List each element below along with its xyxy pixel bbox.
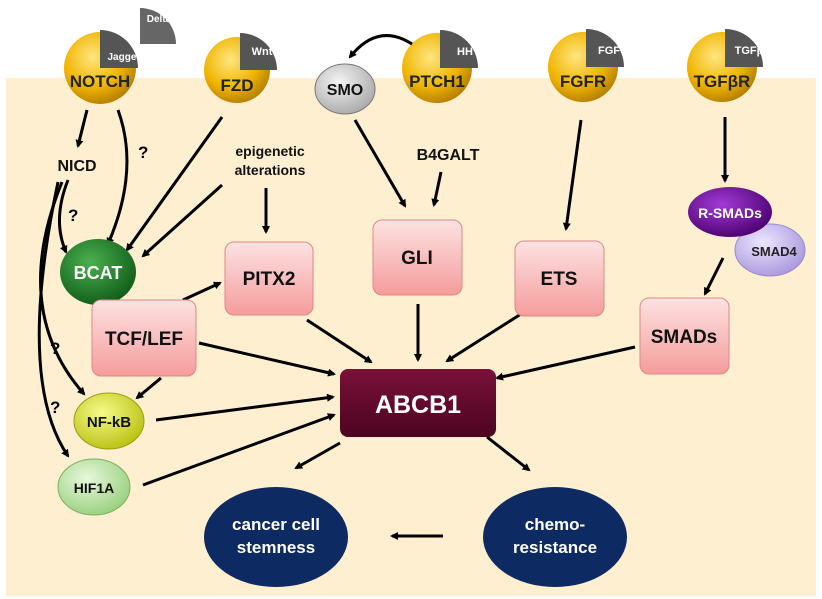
arrow-nfkb-abcb1 bbox=[155, 393, 335, 422]
arrow-rsmads-smads bbox=[703, 257, 725, 296]
stemness-node: cancer cell stemness bbox=[204, 487, 348, 587]
smad4-node: SMAD4 bbox=[734, 223, 806, 277]
abcb1-node: ABCB1 bbox=[340, 369, 496, 437]
arrow-tcflef-nfkb bbox=[135, 376, 162, 400]
epigenetic-annotation: epigenetic alterations bbox=[235, 143, 306, 178]
arrow-tcflef-abcb1 bbox=[198, 341, 336, 377]
fgfr-label: FGFR bbox=[560, 72, 606, 91]
arrow-tcflef-pitx2 bbox=[182, 281, 222, 302]
question-mark-nicd-bcat: ? bbox=[68, 206, 78, 225]
gli-label: GLI bbox=[401, 248, 433, 269]
arrow-fgfr-ets bbox=[562, 119, 583, 231]
chemoresistance-line-2: resistance bbox=[513, 538, 597, 557]
arrow-smads-abcb1 bbox=[495, 345, 636, 381]
hif1a-label: HIF1A bbox=[74, 480, 114, 496]
abcb1-label: ABCB1 bbox=[375, 391, 461, 419]
arrows bbox=[37, 34, 729, 540]
nfkb-node: NF-kB bbox=[73, 392, 145, 450]
ptch1-label: PTCH1 bbox=[409, 72, 465, 91]
b4galt-label: B4GALT bbox=[417, 147, 480, 164]
pitx2-node: PITX2 bbox=[224, 241, 314, 316]
arrow-ptch1-smo bbox=[348, 34, 413, 59]
r-smads-label: R-SMADs bbox=[698, 205, 762, 221]
arrow-abcb1-stemness bbox=[294, 441, 341, 470]
ptch1-receptor: PTCH1 HH bbox=[402, 30, 478, 103]
arrow-fzd-bcat bbox=[125, 116, 224, 252]
epigenetic-line-1: epigenetic bbox=[235, 143, 304, 159]
question-mark-notch-bcat: ? bbox=[138, 143, 148, 162]
chemoresistance-node: chemo- resistance bbox=[483, 487, 627, 587]
wnt-label: Wnt bbox=[252, 46, 273, 58]
bcat-node: BCAT bbox=[60, 239, 136, 305]
smad4-label: SMAD4 bbox=[751, 244, 797, 259]
jagged-label: Jagged bbox=[107, 52, 142, 63]
smads-label: SMADs bbox=[651, 327, 718, 348]
ets-label: ETS bbox=[541, 269, 578, 290]
tgfbr-label: TGFβR bbox=[694, 72, 751, 91]
stemness-line-1: cancer cell bbox=[232, 515, 320, 534]
arrow-smo-gli bbox=[353, 119, 407, 208]
fgfr-receptor: FGFR FGF bbox=[548, 29, 624, 102]
arrow-hif1a-abcb1 bbox=[142, 413, 336, 487]
hif1a-node: HIF1A bbox=[57, 458, 131, 516]
tgfbr-receptor: TGFβR TGFβ bbox=[687, 29, 764, 102]
question-mark-nicd-hif1a: ? bbox=[50, 398, 60, 417]
question-mark-nicd-nfkb: ? bbox=[50, 339, 60, 358]
chemoresistance-line-1: chemo- bbox=[525, 515, 585, 534]
delta-label: Delta bbox=[147, 14, 172, 25]
notch-label: NOTCH bbox=[70, 72, 130, 91]
fzd-label: FZD bbox=[220, 76, 253, 95]
tcf-lef-node: TCF/LEF bbox=[91, 299, 197, 377]
arrow-nicd-bcat bbox=[57, 179, 70, 254]
arrow-pitx2-abcb1 bbox=[306, 318, 373, 364]
bcat-label: BCAT bbox=[74, 263, 123, 283]
ets-node: ETS bbox=[514, 240, 605, 317]
smo-node: SMO bbox=[314, 63, 376, 115]
gli-node: GLI bbox=[372, 219, 463, 296]
arrow-ets-abcb1 bbox=[445, 312, 522, 363]
fgf-label: FGF bbox=[598, 45, 620, 57]
hh-label: HH bbox=[457, 46, 473, 58]
smo-label: SMO bbox=[327, 82, 363, 99]
arrow-nicd-hif1a bbox=[37, 181, 70, 458]
notch-receptor: NOTCH Jagged Delta bbox=[64, 8, 176, 104]
arrow-notch-bcat bbox=[106, 109, 129, 246]
nicd-label: NICD bbox=[57, 158, 96, 175]
smads-node: SMADs bbox=[639, 297, 730, 375]
fzd-receptor: FZD Wnt bbox=[204, 33, 277, 103]
delta-ligand bbox=[140, 8, 176, 44]
stemness-line-2: stemness bbox=[237, 538, 315, 557]
tgfb-label: TGFβ bbox=[735, 45, 764, 57]
epigenetic-line-2: alterations bbox=[235, 162, 306, 178]
arrow-epigenetic-bcat bbox=[141, 183, 224, 258]
pitx2-label: PITX2 bbox=[243, 269, 296, 290]
nfkb-label: NF-kB bbox=[87, 414, 131, 431]
tcf-lef-label: TCF/LEF bbox=[105, 329, 183, 350]
arrow-abcb1-chemoresistance bbox=[486, 435, 531, 472]
arrow-notch-nicd bbox=[75, 109, 89, 148]
r-smads-node: R-SMADs bbox=[688, 187, 772, 237]
arrow-b4galt-gli bbox=[431, 171, 443, 207]
